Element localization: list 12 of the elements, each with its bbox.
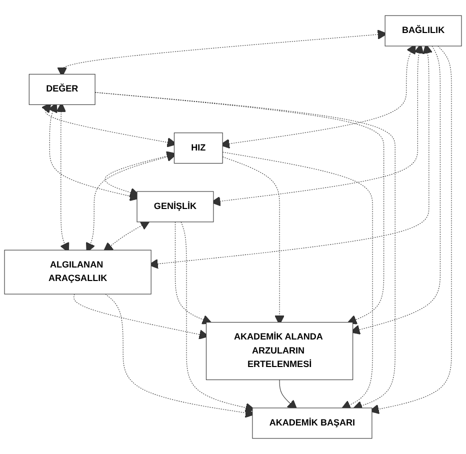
arrow [222,152,373,410]
node-box: DEĞER [28,74,96,105]
arrow [174,222,212,324]
arrow [94,92,384,324]
node-box: AKADEMİK BAŞARI [252,408,372,439]
node-box: AKADEMİK ALANDA ARZULARIN ERTELENMESİ [206,322,354,380]
node-box: GENİŞLİK [136,191,214,222]
arrow [103,220,150,252]
node-box: BAĞLILIK [384,15,462,46]
node-box: HIZ [174,132,223,164]
arrow [279,380,298,410]
node-box: ALGILANAN ARAÇSALLIK [4,250,152,294]
